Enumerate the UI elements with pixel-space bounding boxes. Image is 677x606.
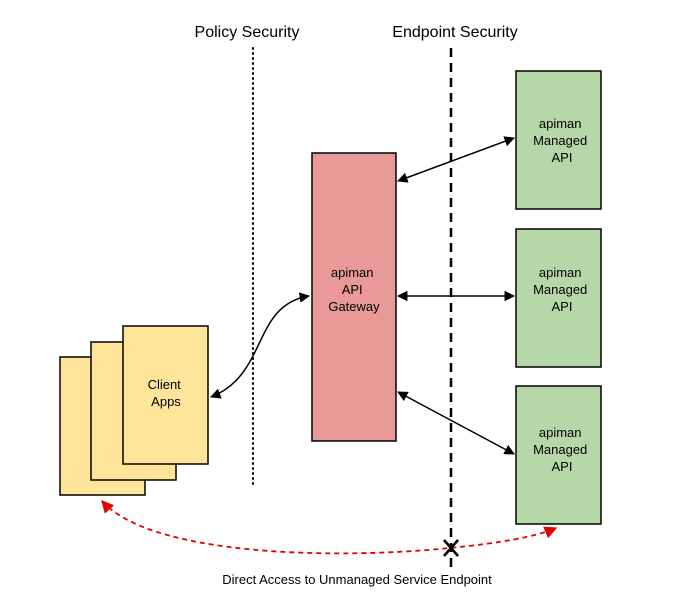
policy-security-label: Policy Security [195, 24, 300, 41]
managed-api-1-line-3: API [552, 150, 573, 165]
client-app-card-front [122, 325, 209, 465]
api-gateway-label: apiman API Gateway [328, 265, 380, 314]
managed-api-node-1: apiman Managed API [515, 70, 602, 210]
api-gateway-label-line-3: Gateway [328, 299, 380, 314]
managed-api-3-line-2: Managed [533, 442, 587, 457]
managed-api-node-2: apiman Managed API [515, 228, 602, 368]
client-apps-stack: Client Apps [59, 325, 209, 496]
managed-api-2-line-3: API [552, 299, 573, 314]
client-apps-label-line-2: Apps [151, 394, 181, 409]
managed-api-1-line-1: apiman [539, 116, 582, 131]
api-gateway-box [311, 152, 397, 442]
client-apps-label: Client Apps [148, 377, 185, 409]
managed-api-label-2: apiman Managed API [533, 265, 591, 314]
blocked-x-icon [443, 539, 459, 557]
api-gateway-label-line-1: apiman [331, 265, 374, 280]
managed-api-3-line-3: API [552, 459, 573, 474]
managed-api-box-1 [515, 70, 602, 210]
direct-access-caption: Direct Access to Unmanaged Service Endpo… [222, 572, 492, 587]
managed-api-label-1: apiman Managed API [533, 116, 591, 165]
managed-api-box-2 [515, 228, 602, 368]
managed-api-2-line-2: Managed [533, 282, 587, 297]
api-gateway-label-line-2: API [342, 282, 363, 297]
client-apps-label-line-1: Client [148, 377, 182, 392]
managed-api-node-3: apiman Managed API [515, 385, 602, 525]
managed-api-3-line-1: apiman [539, 425, 582, 440]
managed-api-1-line-2: Managed [533, 133, 587, 148]
connector-gateway-to-api-1 [397, 136, 515, 183]
managed-api-2-line-1: apiman [539, 265, 582, 280]
direct-access-curve [101, 500, 558, 555]
managed-api-label-3: apiman Managed API [533, 425, 591, 474]
connector-gateway-to-api-3 [397, 391, 515, 455]
connector-client-to-gateway [210, 292, 311, 399]
api-gateway-node: apiman API Gateway [311, 152, 397, 442]
endpoint-security-label: Endpoint Security [392, 24, 517, 41]
